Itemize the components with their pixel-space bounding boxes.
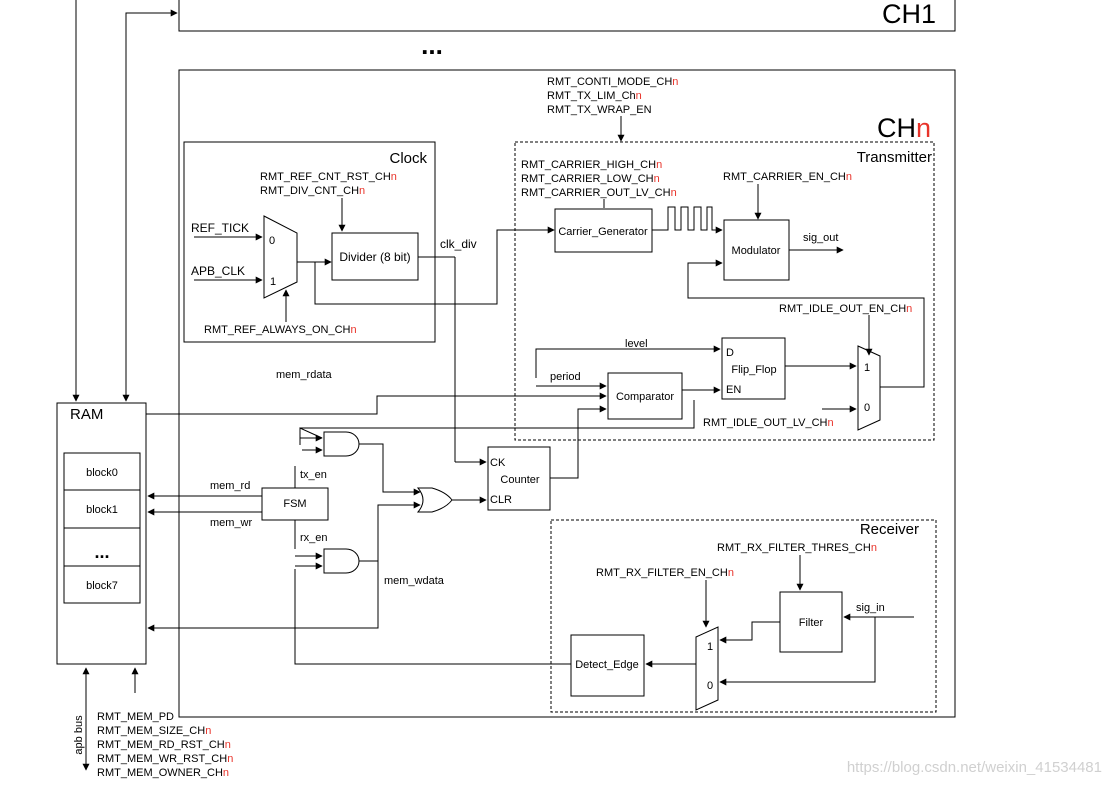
svg-text:0: 0 <box>707 680 713 692</box>
chn-frame <box>178 69 956 718</box>
svg-text:1: 1 <box>270 276 276 288</box>
svg-text:RMT_CARRIER_LOW_CHn: RMT_CARRIER_LOW_CHn <box>521 173 660 185</box>
svg-text:CLR: CLR <box>490 494 512 506</box>
ref-tick-label: REF_TICK <box>191 221 249 235</box>
ram-block: RAM block0 block1 ... block7 <box>56 402 147 665</box>
svg-text:RMT_RX_FILTER_EN_CHn: RMT_RX_FILTER_EN_CHn <box>596 567 734 579</box>
ram-title: RAM <box>70 406 103 423</box>
fsm-logic: FSM mem_rd mem_wr tx_en rx_en CK Counter… <box>147 400 695 665</box>
svg-text:0: 0 <box>269 235 275 247</box>
clock-block: Clock RMT_REF_CNT_RST_CHn RMT_DIV_CNT_CH… <box>183 141 477 343</box>
svg-text:RMT_RX_FILTER_THRES_CHn: RMT_RX_FILTER_THRES_CHn <box>717 542 877 554</box>
svg-text:RMT_CARRIER_EN_CHn: RMT_CARRIER_EN_CHn <box>723 171 852 183</box>
rx-and-gate <box>323 548 360 574</box>
svg-text:Modulator: Modulator <box>732 245 781 257</box>
svg-text:RMT_MEM_OWNER_CHn: RMT_MEM_OWNER_CHn <box>97 767 229 779</box>
watermark: https://blog.csdn.net/weixin_41534481 <box>847 759 1102 776</box>
receiver-block: Receiver RMT_RX_FILTER_THRES_CHn RMT_RX_… <box>550 519 937 713</box>
apb-bus-label: apb bus <box>73 715 85 755</box>
clock-mux <box>263 215 298 299</box>
svg-text:tx_en: tx_en <box>300 469 327 481</box>
svg-text:CK: CK <box>490 457 506 469</box>
svg-text:block0: block0 <box>86 467 118 479</box>
svg-text:RMT_MEM_WR_RST_CHn: RMT_MEM_WR_RST_CHn <box>97 753 233 765</box>
apb-clk-label: APB_CLK <box>191 264 245 278</box>
svg-text:RMT_CONTI_MODE_CHn: RMT_CONTI_MODE_CHn <box>547 76 678 88</box>
counter-or-gate <box>416 487 453 513</box>
sig-out-label: sig_out <box>803 232 838 244</box>
ram-config-registers: RMT_MEM_PD RMT_MEM_SIZE_CHn RMT_MEM_RD_R… <box>97 711 233 779</box>
comparator-box <box>607 372 683 420</box>
tx-config-registers: RMT_CONTI_MODE_CHn RMT_TX_LIM_Chn RMT_TX… <box>547 76 678 142</box>
svg-text:Flip_Flop: Flip_Flop <box>731 364 776 376</box>
receiver-mux <box>695 626 719 711</box>
clk-div-label: clk_div <box>440 237 477 251</box>
chn-title: CHn <box>877 113 931 143</box>
svg-text:rx_en: rx_en <box>300 532 328 544</box>
svg-text:0: 0 <box>864 402 870 414</box>
svg-text:Detect_Edge: Detect_Edge <box>575 659 639 671</box>
svg-text:...: ... <box>94 542 109 562</box>
svg-text:RMT_TX_LIM_Chn: RMT_TX_LIM_Chn <box>547 90 642 102</box>
svg-text:block1: block1 <box>86 504 118 516</box>
transmitter-mux <box>857 345 881 431</box>
svg-text:mem_wr: mem_wr <box>210 517 253 529</box>
tx-and-gate <box>323 431 360 457</box>
svg-text:RMT_IDLE_OUT_EN_CHn: RMT_IDLE_OUT_EN_CHn <box>779 303 912 315</box>
svg-text:Filter: Filter <box>799 617 824 629</box>
svg-text:level: level <box>625 338 648 350</box>
svg-text:mem_rd: mem_rd <box>210 480 250 492</box>
svg-text:RMT_CARRIER_OUT_LV_CHn: RMT_CARRIER_OUT_LV_CHn <box>521 187 677 199</box>
svg-text:RMT_MEM_PD: RMT_MEM_PD <box>97 711 174 723</box>
svg-text:block7: block7 <box>86 580 118 592</box>
svg-text:RMT_DIV_CNT_CHn: RMT_DIV_CNT_CHn <box>260 185 365 197</box>
receiver-title: Receiver <box>860 521 919 538</box>
svg-text:D: D <box>726 347 734 359</box>
svg-text:mem_wdata: mem_wdata <box>384 575 445 587</box>
channel-ellipsis: ... <box>421 30 443 60</box>
svg-text:1: 1 <box>864 362 870 374</box>
ch1-frame: CH1 <box>178 0 956 32</box>
detect-edge-box <box>570 634 645 697</box>
svg-text:RMT_CARRIER_HIGH_CHn: RMT_CARRIER_HIGH_CHn <box>521 159 662 171</box>
flip-flop-box <box>721 337 786 400</box>
svg-text:Carrier_Generator: Carrier_Generator <box>558 226 648 238</box>
svg-text:1: 1 <box>707 641 713 653</box>
mem-rdata-label: mem_rdata <box>276 369 333 381</box>
clock-title: Clock <box>389 150 427 167</box>
svg-text:RMT_TX_WRAP_EN: RMT_TX_WRAP_EN <box>547 104 652 116</box>
svg-text:RMT_MEM_RD_RST_CHn: RMT_MEM_RD_RST_CHn <box>97 739 231 751</box>
svg-text:EN: EN <box>726 384 741 396</box>
carrier-waveform-icon <box>652 206 723 234</box>
transmitter-title: Transmitter <box>857 149 932 166</box>
svg-text:Comparator: Comparator <box>616 391 674 403</box>
svg-text:RMT_IDLE_OUT_LV_CHn: RMT_IDLE_OUT_LV_CHn <box>703 417 834 429</box>
svg-text:RMT_REF_CNT_RST_CHn: RMT_REF_CNT_RST_CHn <box>260 171 397 183</box>
svg-text:Counter: Counter <box>500 474 539 486</box>
ram-block7 <box>63 565 141 604</box>
transmitter-block: Transmitter RMT_CARRIER_HIGH_CHn RMT_CAR… <box>514 141 935 441</box>
sig-in-label: sig_in <box>856 602 885 614</box>
divider-label: Divider (8 bit) <box>339 250 410 264</box>
ch1-title: CH1 <box>882 0 936 29</box>
svg-text:FSM: FSM <box>283 498 306 510</box>
svg-text:RMT_REF_ALWAYS_ON_CHn: RMT_REF_ALWAYS_ON_CHn <box>204 324 357 336</box>
svg-text:RMT_MEM_SIZE_CHn: RMT_MEM_SIZE_CHn <box>97 725 211 737</box>
svg-text:period: period <box>550 371 581 383</box>
